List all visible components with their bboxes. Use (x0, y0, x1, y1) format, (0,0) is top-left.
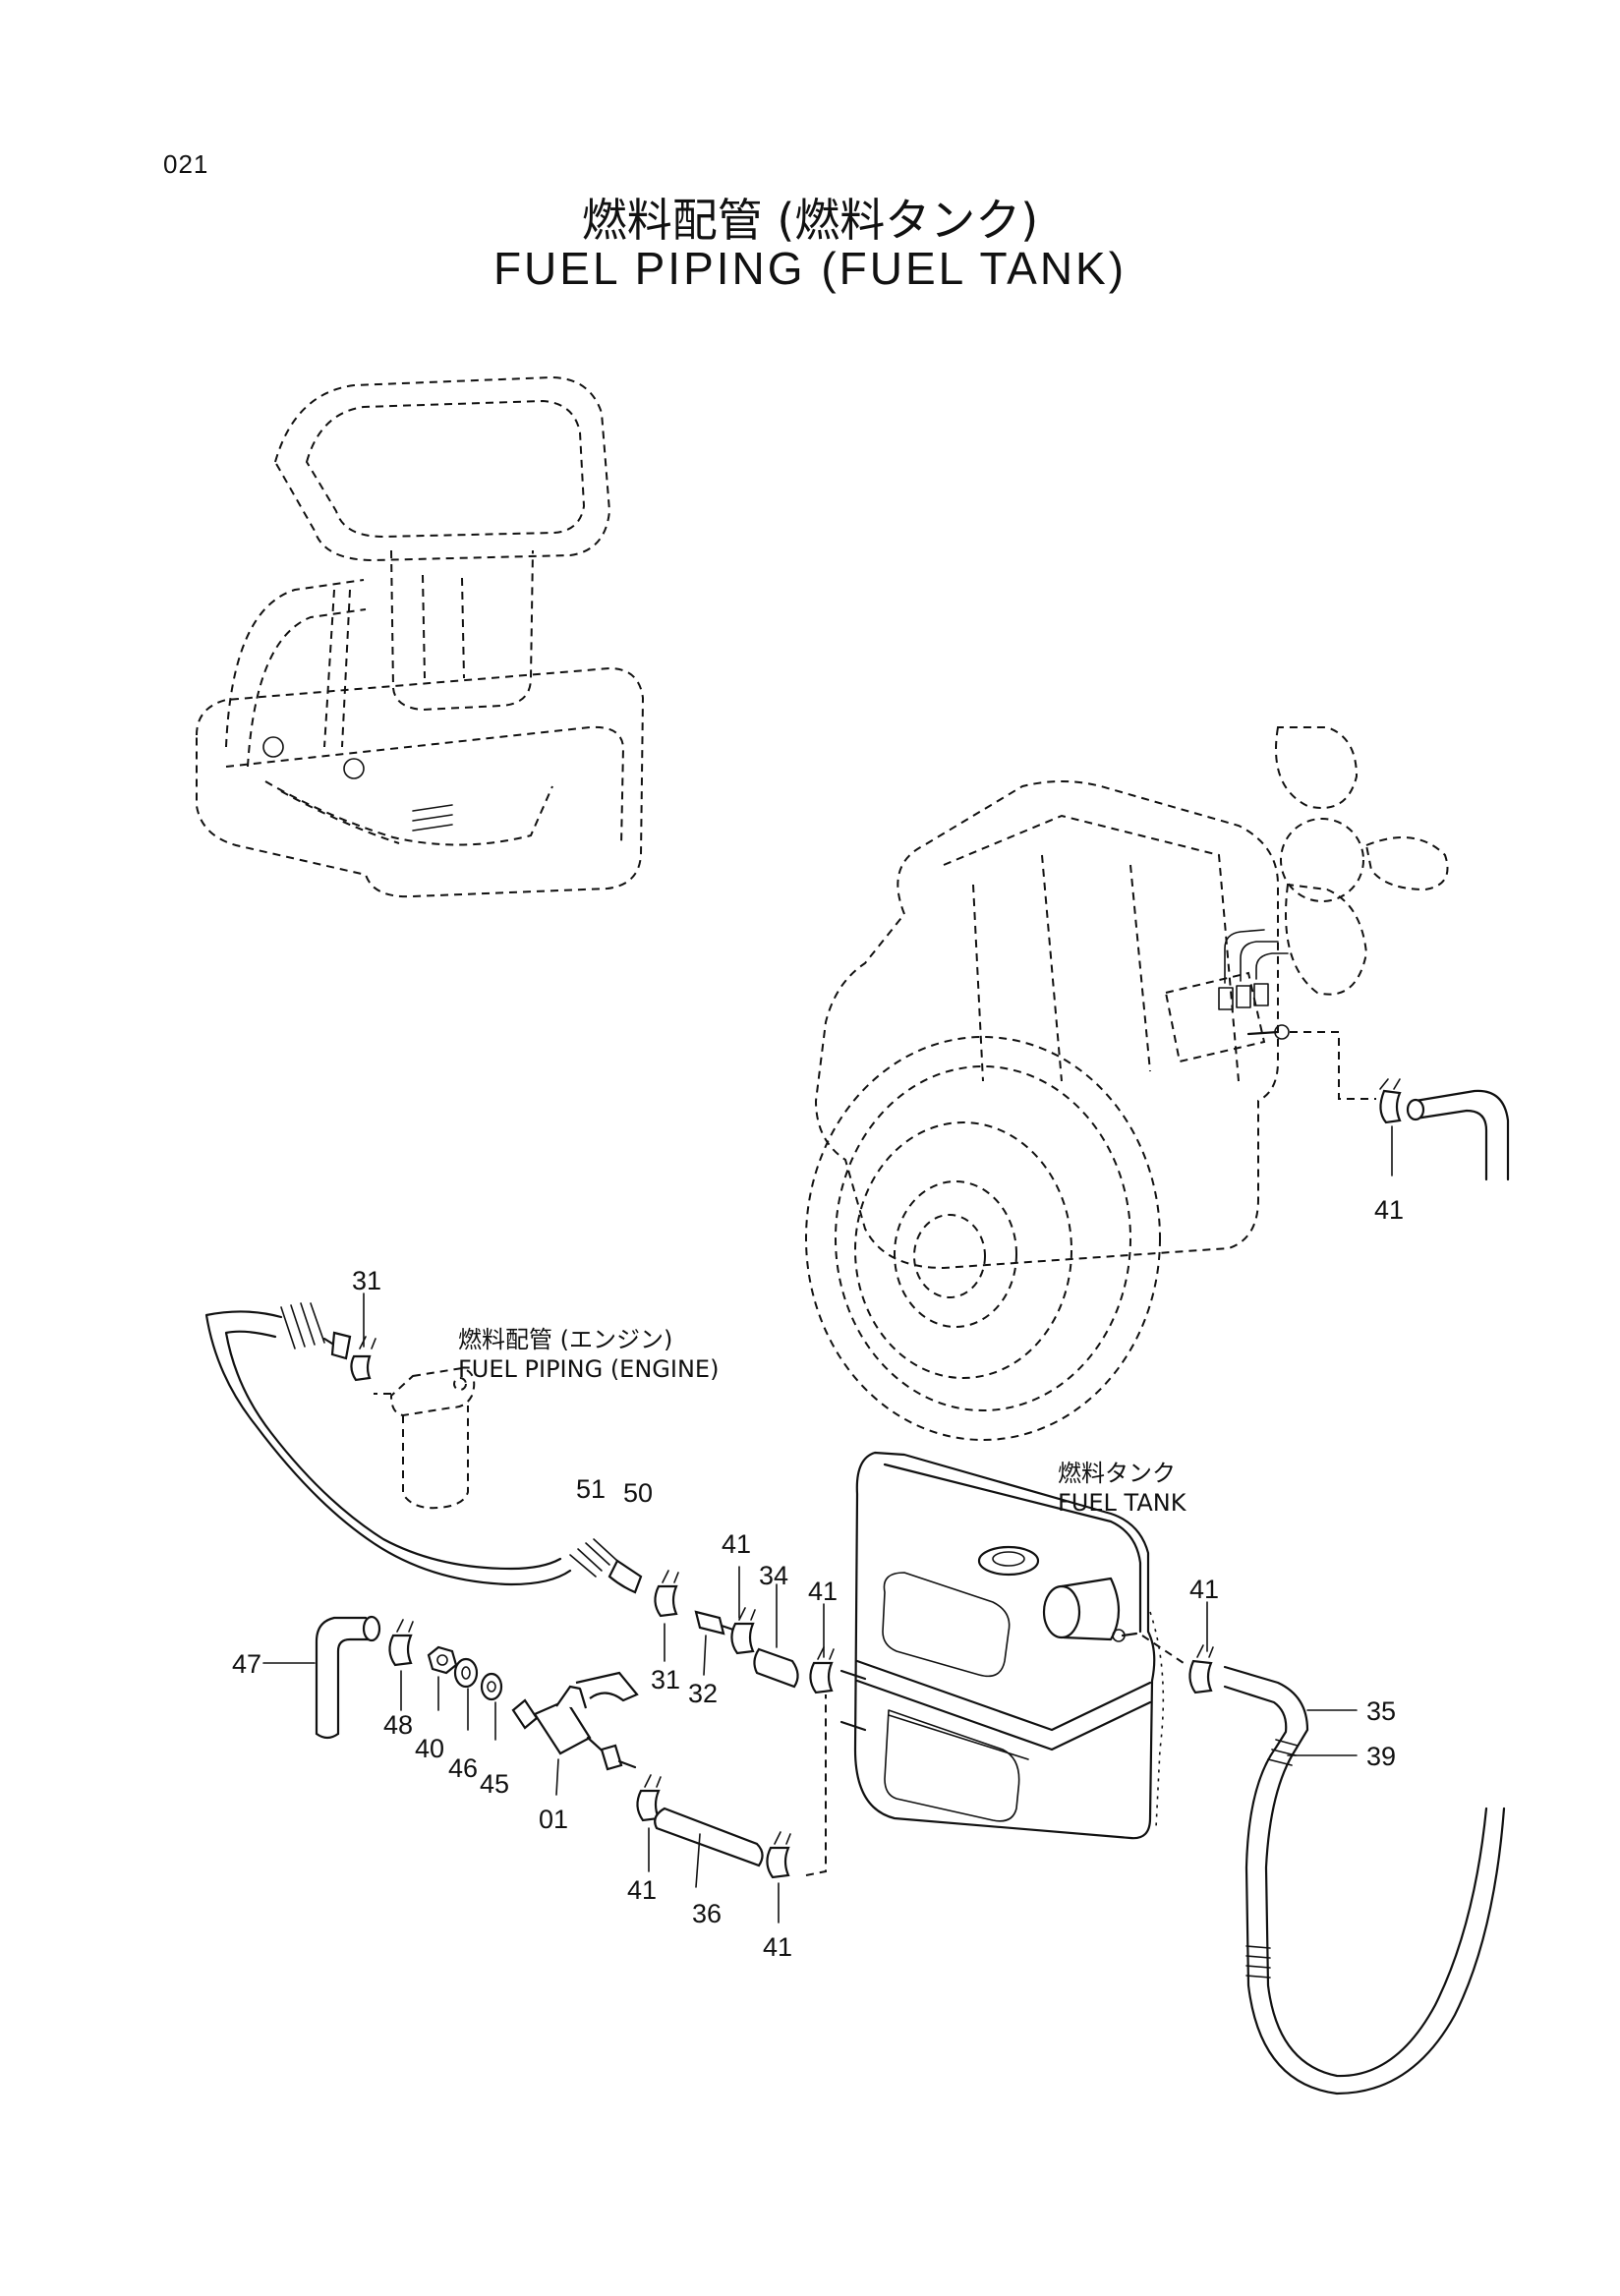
callout-35: 35 (1366, 1696, 1396, 1726)
callout-48: 48 (383, 1710, 413, 1740)
washer-icon (480, 1672, 503, 1741)
engine-return-hose (1379, 1078, 1510, 1181)
callout-numbers: 41 31 51 50 41 34 41 31 32 47 48 40 46 4… (232, 1195, 1404, 1962)
hose-icon (262, 1615, 381, 1740)
callout-01: 01 (539, 1805, 568, 1834)
callout-41: 41 (722, 1529, 751, 1559)
hose-clamp-icon (730, 1566, 756, 1655)
callout-41: 41 (1374, 1195, 1404, 1225)
callout-34: 34 (759, 1561, 788, 1590)
hose-clamp-icon (809, 1603, 835, 1694)
page-number: 021 (163, 149, 209, 179)
hose-icon (204, 1302, 643, 1594)
callout-31: 31 (352, 1266, 381, 1295)
washer-icon (453, 1657, 479, 1731)
hose-icon (654, 1807, 764, 1888)
tank-reference-label-jp: 燃料タンク (1058, 1460, 1176, 1487)
hose-clamp-icon (388, 1619, 414, 1711)
fuel-tank-icon (839, 1451, 1165, 1840)
fuel-filter-icon (374, 1366, 476, 1510)
callout-32: 32 (688, 1679, 718, 1708)
callout-45: 45 (480, 1769, 509, 1799)
hose-icon (1223, 1665, 1506, 2095)
callout-41: 41 (1189, 1575, 1219, 1604)
page-title-japanese: 燃料配管 (燃料タンク) (581, 194, 1039, 247)
machine-overview-icon (196, 375, 645, 898)
callout-41: 41 (627, 1875, 657, 1905)
hose-clamp-icon (1141, 1601, 1214, 1694)
hose-clamp-icon (654, 1570, 679, 1662)
callout-40: 40 (415, 1734, 444, 1763)
nut-icon (427, 1645, 458, 1711)
callout-46: 46 (448, 1753, 478, 1783)
callout-41: 41 (808, 1577, 838, 1606)
callout-36: 36 (692, 1899, 722, 1928)
engine-reference-label-jp: 燃料配管 (エンジン) (458, 1326, 673, 1353)
callout-51: 51 (576, 1474, 606, 1504)
callout-31: 31 (651, 1665, 680, 1694)
callout-47: 47 (232, 1649, 261, 1679)
callout-41: 41 (763, 1932, 792, 1962)
engine-icon (805, 726, 1449, 1441)
callout-50: 50 (623, 1478, 653, 1508)
fuel-cock-icon (511, 1671, 639, 1796)
hose-clamp-icon (766, 1694, 827, 1923)
tank-reference-label-en: FUEL TANK (1058, 1489, 1186, 1517)
hose-icon (753, 1583, 799, 1689)
callout-39: 39 (1366, 1742, 1396, 1771)
page-title-english: FUEL PIPING (FUEL TANK) (492, 243, 1128, 294)
engine-reference-label-en: FUEL PIPING (ENGINE) (458, 1355, 720, 1383)
hose-clamp-icon (350, 1292, 376, 1382)
